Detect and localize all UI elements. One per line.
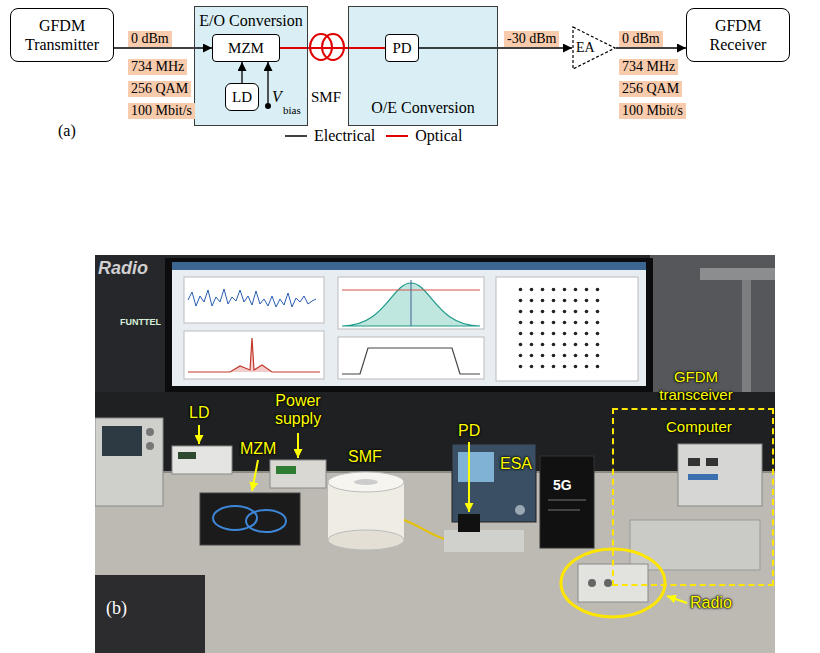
node-text: O/E Conversion [371, 98, 475, 117]
laser-box: LD [225, 83, 259, 111]
device-label: Computer [666, 418, 732, 436]
label-slot: 734 MHz [619, 57, 678, 75]
transmitter-box: GFDM Transmitter [10, 8, 114, 62]
label-slot: ESA [500, 455, 532, 473]
label-slot: Radio [690, 594, 732, 612]
signal-power: -30 dBm [504, 31, 559, 47]
part-label: LD [189, 404, 209, 422]
optical-fiber [280, 47, 385, 49]
bias-input [265, 62, 271, 109]
node-text: PD [392, 39, 411, 57]
converter-fill [194, 6, 308, 126]
label-slot: 5G [553, 476, 572, 494]
label-slot: 100 Mbit/s [128, 101, 195, 119]
part-label: SMF [348, 448, 382, 466]
node-text: E/O Conversion [199, 11, 303, 30]
group-heading: GFDM transceiver [654, 368, 738, 404]
part-label: MZM [240, 440, 276, 458]
label-slot: 100 Mbit/s [619, 101, 686, 119]
label-slot: FUNTTEL [120, 311, 161, 329]
label-slot: V [272, 88, 282, 106]
label-slot: SMF [311, 88, 341, 106]
signal-arrow [419, 47, 572, 48]
legend-text: Electrical [314, 127, 375, 145]
label-slot: 0 dBm [619, 29, 663, 47]
converter-fills [194, 6, 498, 126]
receiver-box: GFDM Receiver [686, 8, 790, 62]
signal-arrow [114, 47, 212, 48]
fiber-label: SMF [311, 89, 341, 106]
label-slot: 734 MHz [128, 57, 187, 75]
carrier-frequency: 734 MHz [128, 59, 187, 75]
watermark: Radio [98, 258, 148, 278]
signal-power: 0 dBm [128, 31, 172, 47]
label-slot: PD [458, 422, 480, 440]
node-text: GFDM Transmitter [15, 16, 109, 54]
legend-line [385, 131, 409, 141]
signal-power: 0 dBm [619, 31, 663, 47]
modulation-format: 256 QAM [128, 81, 191, 97]
label-slot: -30 dBm [504, 29, 559, 47]
modulator-box: MZM [212, 34, 280, 62]
label-slot: MZM [240, 440, 276, 458]
signal-arrow [616, 47, 686, 48]
signal-arrow [241, 62, 242, 83]
legend-text: Optical [415, 127, 462, 145]
panel-letter: (a) [58, 122, 76, 140]
part-label: ESA [500, 455, 532, 473]
node-text: MZM [228, 39, 264, 57]
part-label: Radio [690, 594, 732, 612]
carrier-frequency: 734 MHz [619, 59, 678, 75]
node-text: LD [232, 88, 252, 106]
legend-item: Electrical [284, 127, 375, 145]
label-slot: 256 QAM [128, 79, 191, 97]
legend: Electrical Optical [284, 127, 462, 145]
lab-photo [95, 255, 775, 653]
data-rate: 100 Mbit/s [128, 103, 195, 119]
node-text: GFDM Receiver [691, 16, 785, 54]
converter-fill [348, 6, 498, 126]
label-slot: Radio [98, 258, 148, 278]
legend-line [284, 131, 308, 141]
legend-item: Optical [385, 127, 462, 145]
label-slot: Power supply [268, 392, 328, 428]
label-slot: (b) [106, 598, 127, 618]
part-label: Power supply [268, 392, 328, 428]
panel-letter: (b) [106, 598, 127, 618]
part-label: PD [458, 422, 480, 440]
photodiode-box: PD [385, 34, 419, 62]
label-slot: LD [189, 404, 209, 422]
oe-converter-box: O/E Conversion PD [348, 6, 498, 126]
label-slot: (a) [58, 122, 76, 140]
node-text: EA [576, 40, 595, 57]
label-slot: SMF [348, 448, 382, 466]
label-slot: bias [283, 100, 301, 118]
data-rate: 100 Mbit/s [619, 103, 686, 119]
label-slot: 256 QAM [619, 79, 682, 97]
sign-text: 5G [553, 477, 572, 493]
transceiver-group: GFDM transceiverComputer [612, 408, 774, 586]
modulation-format: 256 QAM [619, 81, 682, 97]
bias-subscript: bias [283, 104, 301, 117]
amplifier-triangle: EA [572, 26, 616, 70]
logo-text: FUNTTEL [120, 317, 161, 328]
bias-voltage-symbol: V [272, 88, 282, 106]
label-slot: 0 dBm [128, 29, 172, 47]
